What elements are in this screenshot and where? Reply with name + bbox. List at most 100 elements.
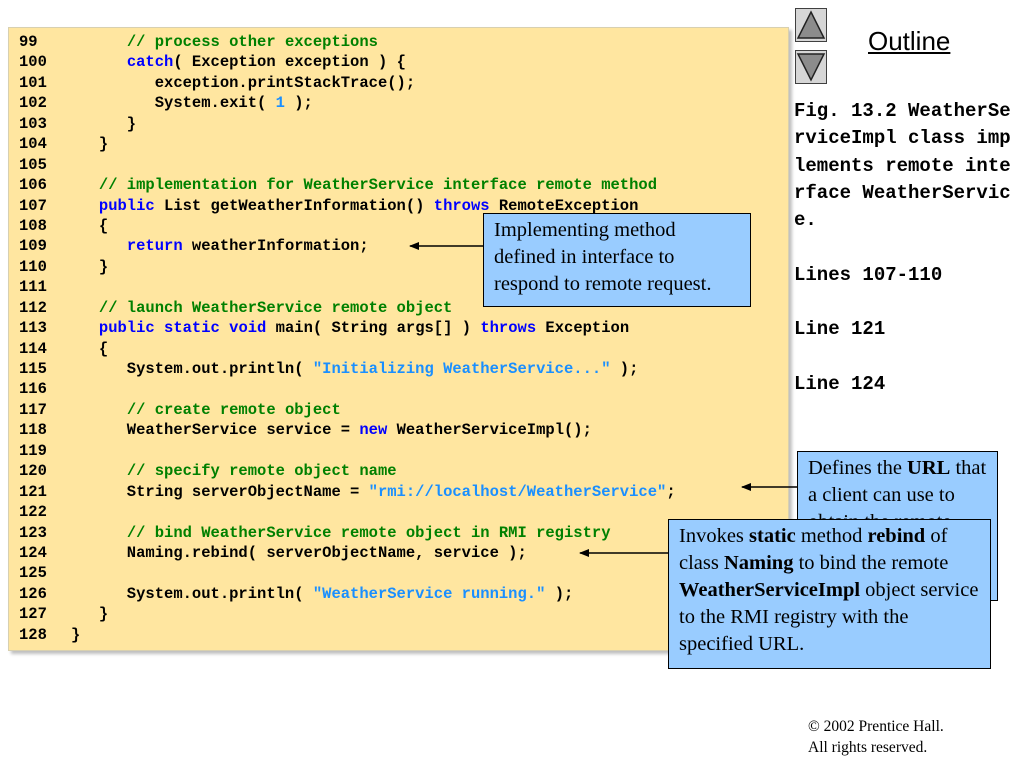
line-number: 101 bbox=[19, 73, 47, 92]
line-number: 111 bbox=[19, 278, 47, 297]
code-keyword: throws bbox=[433, 196, 490, 215]
code-line: 120 // specify remote object name bbox=[19, 461, 676, 481]
line-number: 128 bbox=[19, 625, 47, 644]
line-number: 112 bbox=[19, 298, 47, 317]
next-slide-button[interactable] bbox=[795, 50, 827, 84]
code-comment: // specify remote object name bbox=[126, 462, 397, 481]
code-line: 101 exception.printStackTrace(); bbox=[19, 73, 676, 93]
line-number: 118 bbox=[19, 421, 47, 440]
code-string: "Initializing WeatherService..." bbox=[312, 360, 611, 378]
code-line: 127 } bbox=[19, 604, 676, 624]
code-line: 128} bbox=[19, 625, 676, 645]
line-number: 108 bbox=[19, 216, 47, 235]
line-number: 117 bbox=[19, 400, 47, 419]
callout-emphasis: URL bbox=[907, 457, 951, 479]
line-number: 115 bbox=[19, 360, 47, 378]
code-text: } bbox=[71, 625, 81, 644]
code-text: System.out.println( bbox=[71, 584, 313, 603]
callout-implementing-method: Implementing method defined in interface… bbox=[483, 213, 751, 307]
line-number: 103 bbox=[19, 114, 47, 133]
line-number: 124 bbox=[19, 543, 47, 562]
code-line: 103 } bbox=[19, 114, 676, 134]
line-number: 106 bbox=[19, 176, 47, 195]
triangle-down-icon bbox=[796, 53, 826, 82]
code-comment: // launch WeatherService remote object bbox=[98, 298, 453, 317]
code-text: System.out.println( bbox=[71, 360, 313, 378]
callout-emphasis: static bbox=[749, 525, 796, 547]
code-line: 109 return weatherInformation; bbox=[19, 236, 676, 256]
figure-caption-panel: Fig. 13.2 WeatherServiceImpl class imple… bbox=[794, 98, 1022, 398]
code-comment: // implementation for WeatherService int… bbox=[98, 176, 657, 195]
code-line: 116 bbox=[19, 379, 676, 399]
code-keyword: throws bbox=[480, 319, 537, 338]
code-line: 111 bbox=[19, 277, 676, 297]
code-line: 125 bbox=[19, 563, 676, 583]
code-text: { bbox=[71, 339, 109, 358]
line-number: 102 bbox=[19, 94, 47, 113]
code-line: 123 // bind WeatherService remote object… bbox=[19, 523, 676, 543]
code-keyword: void bbox=[229, 319, 267, 338]
code-text: } bbox=[71, 114, 137, 133]
code-text: Exception bbox=[536, 319, 630, 338]
line-number: 126 bbox=[19, 584, 47, 603]
code-text: } bbox=[71, 605, 109, 624]
callout-emphasis: WeatherServiceImpl bbox=[679, 579, 861, 601]
code-line: 102 System.exit( 1 ); bbox=[19, 93, 676, 113]
code-keyword: catch bbox=[126, 53, 174, 72]
code-string: "rmi://localhost/WeatherService" bbox=[368, 482, 667, 501]
callout-text: method bbox=[795, 525, 868, 547]
code-line: 112 // launch WeatherService remote obje… bbox=[19, 298, 676, 318]
figure-caption: Fig. 13.2 WeatherServiceImpl class imple… bbox=[794, 100, 1011, 232]
code-text: String serverObjectName = bbox=[71, 482, 369, 501]
callout-text: Defines the bbox=[808, 457, 908, 479]
code-text: WeatherService service = bbox=[71, 421, 360, 440]
callout-text: to bind the remote bbox=[793, 552, 949, 574]
code-text: RemoteException bbox=[489, 196, 639, 215]
outline-link[interactable]: Outline bbox=[868, 26, 951, 56]
line-number: 119 bbox=[19, 441, 47, 460]
line-number: 120 bbox=[19, 462, 47, 481]
code-line: 126 System.out.println( "WeatherService … bbox=[19, 584, 676, 604]
code-string: "WeatherService running." bbox=[312, 584, 546, 603]
callout-text: object service to the RMI registry with … bbox=[679, 579, 979, 655]
code-line: 110 } bbox=[19, 257, 676, 277]
line-number: 121 bbox=[19, 482, 47, 501]
code-line: 114 { bbox=[19, 339, 676, 359]
line-number: 105 bbox=[19, 155, 47, 174]
code-comment: // create remote object bbox=[126, 400, 341, 419]
code-comment: // bind WeatherService remote object in … bbox=[126, 523, 611, 542]
code-text: { bbox=[71, 216, 109, 235]
code-line: 119 bbox=[19, 441, 676, 461]
code-keyword: static bbox=[164, 319, 220, 338]
code-line: 115 System.out.println( "Initializing We… bbox=[19, 359, 676, 379]
code-text: Naming.rebind( serverObjectName, service… bbox=[71, 543, 527, 562]
copyright-line: All rights reserved. bbox=[808, 738, 928, 756]
code-text: exception.printStackTrace(); bbox=[71, 73, 416, 92]
code-line: 107 public List getWeatherInformation() … bbox=[19, 196, 676, 216]
line-number: 125 bbox=[19, 564, 47, 583]
code-keyword: return bbox=[126, 237, 183, 256]
triangle-up-icon bbox=[796, 10, 826, 39]
code-line: 105 bbox=[19, 155, 676, 175]
previous-slide-button[interactable] bbox=[795, 8, 827, 42]
code-line: 117 // create remote object bbox=[19, 400, 676, 420]
line-number: 127 bbox=[19, 605, 47, 624]
line-number: 113 bbox=[19, 319, 47, 338]
code-text: WeatherServiceImpl(); bbox=[387, 421, 592, 440]
code-line: 121 String serverObjectName = "rmi://loc… bbox=[19, 482, 676, 502]
code-number: 1 bbox=[275, 94, 285, 113]
code-text: } bbox=[71, 257, 109, 276]
code-line: 108 { bbox=[19, 216, 676, 236]
line-number: 110 bbox=[19, 257, 47, 276]
code-text: ); bbox=[545, 584, 574, 603]
line-number: 100 bbox=[19, 53, 47, 72]
copyright-notice: © 2002 Prentice Hall. All rights reserve… bbox=[808, 717, 944, 758]
code-line: 104 } bbox=[19, 134, 676, 154]
code-comment: // process other exceptions bbox=[126, 33, 378, 51]
code-line: 106 // implementation for WeatherService… bbox=[19, 175, 676, 195]
code-text: System.exit( bbox=[71, 94, 276, 113]
callout-text: Invokes bbox=[679, 525, 750, 547]
